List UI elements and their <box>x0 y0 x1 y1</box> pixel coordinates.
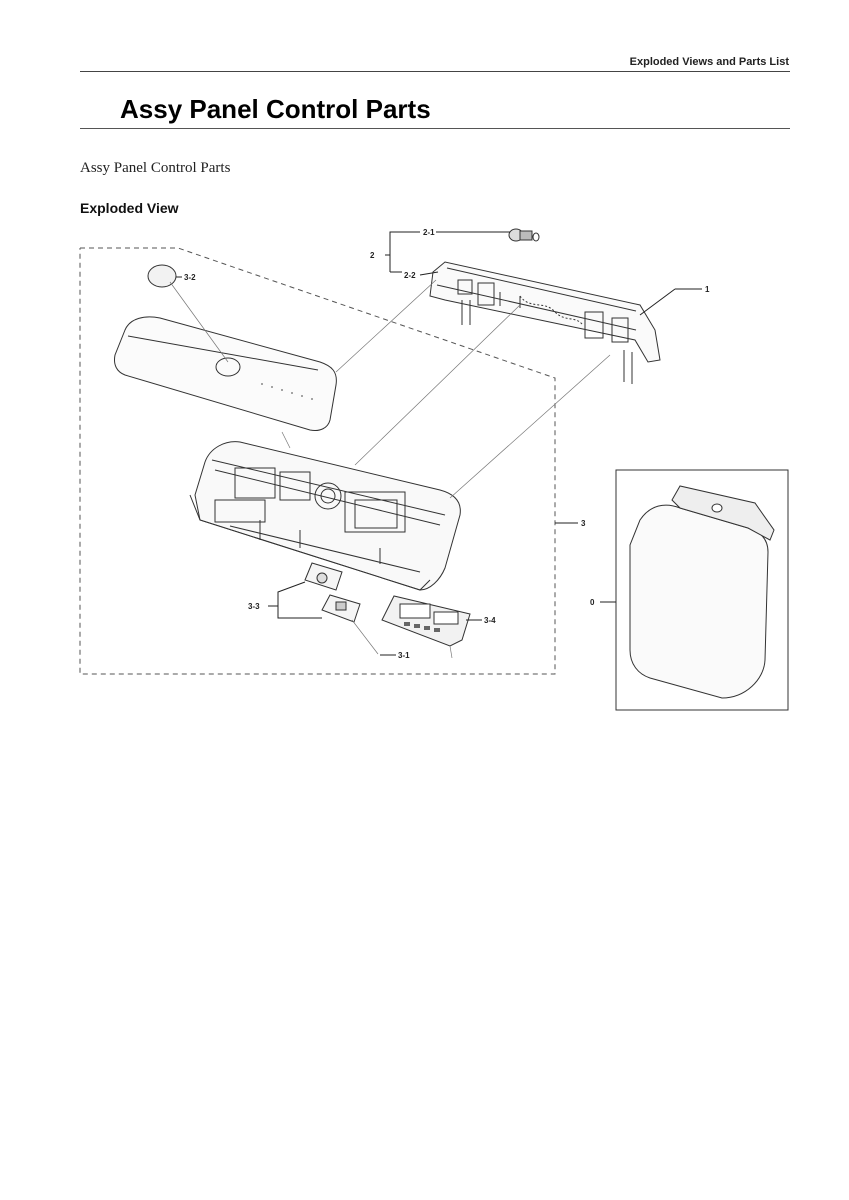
header-section-label: Exploded Views and Parts List <box>629 56 789 68</box>
callout-3-4: 3-4 <box>484 616 496 625</box>
callout-3-2: 3-2 <box>184 273 196 282</box>
page-subtitle: Assy Panel Control Parts <box>80 160 231 176</box>
callout-2: 2 <box>370 251 375 260</box>
callout-3-1: 3-1 <box>398 651 410 660</box>
inset-assembly-box <box>615 469 789 711</box>
part-3-2-button-cap <box>147 264 177 288</box>
callout-3: 3 <box>581 519 586 528</box>
part-1-panel-frame <box>429 261 661 384</box>
leader-lines <box>169 279 611 659</box>
section-heading: Exploded View <box>80 200 179 216</box>
callout-2-2: 2-2 <box>404 271 416 280</box>
part-3-panel-body <box>189 441 461 591</box>
callout-3-3: 3-3 <box>248 602 260 611</box>
page-title: Assy Panel Control Parts <box>120 94 431 124</box>
part-2-1-connector <box>508 228 540 242</box>
callout-2-1: 2-1 <box>423 228 435 237</box>
title-rule <box>80 128 790 129</box>
part-3-3-pcb <box>304 562 361 623</box>
callout-0: 0 <box>590 598 595 607</box>
callout-1: 1 <box>705 285 710 294</box>
assembly-3-boundary <box>79 247 556 675</box>
front-panel-deco <box>114 316 337 431</box>
callout-leaders <box>176 231 702 656</box>
callout-labels: 2 2-1 2-2 1 3-2 3 0 3-3 3-4 3-1 <box>184 228 710 660</box>
part-3-4-display-board <box>381 595 471 647</box>
header-rule <box>80 71 790 72</box>
